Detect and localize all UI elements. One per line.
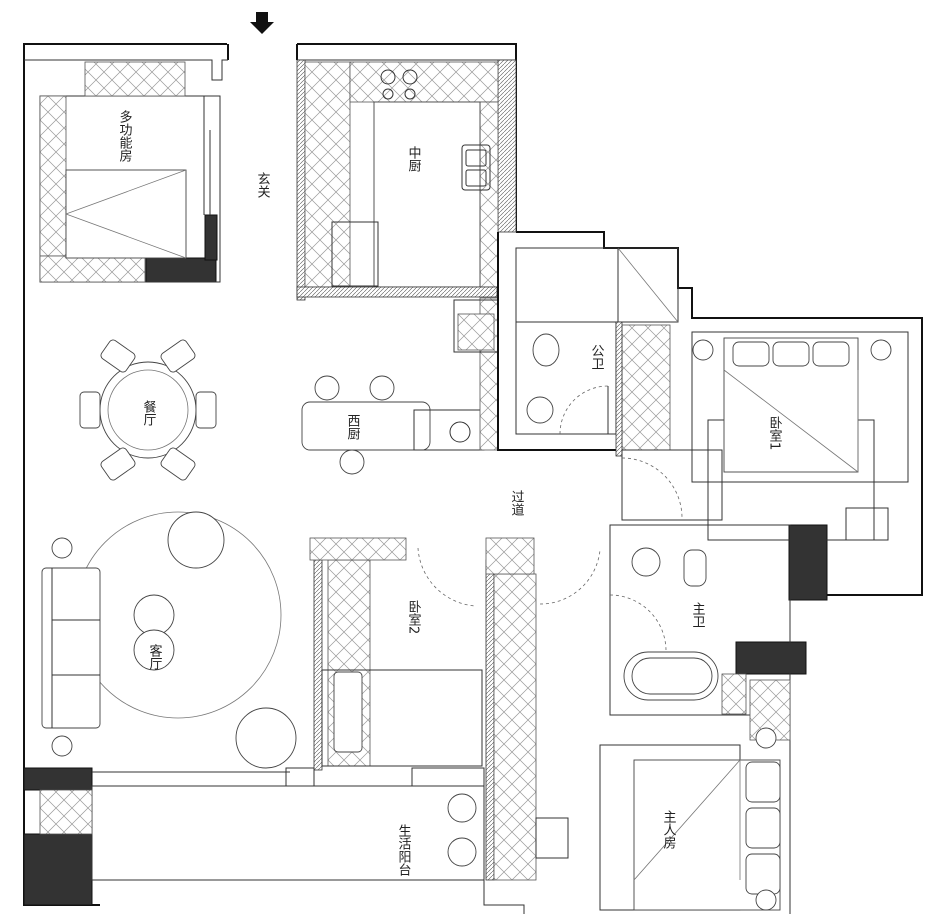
structural-columns — [23, 214, 828, 906]
public-bath — [497, 232, 679, 457]
service-balcony — [39, 767, 485, 881]
label-master-bath: 主卫 — [690, 602, 706, 628]
living-room — [41, 511, 297, 773]
bedroom-1 — [621, 331, 909, 541]
master-bedroom — [535, 679, 791, 911]
dining-area — [79, 339, 217, 481]
label-master-bedroom: 主人房 — [661, 810, 677, 849]
label-public-bath: 公卫 — [589, 344, 605, 370]
label-corridor: 过道 — [509, 490, 525, 516]
label-bedroom-1: 卧室1 — [767, 416, 783, 450]
label-chinese-kitchen: 中厨 — [406, 146, 422, 172]
multi-function-room — [39, 61, 221, 283]
master-bath — [609, 524, 791, 716]
chinese-kitchen — [296, 59, 517, 301]
western-kitchen — [301, 297, 499, 475]
label-service-balcony: 生活阳台 — [396, 824, 412, 876]
label-foyer: 玄关 — [255, 172, 271, 198]
label-multi-function-room: 多功能房 — [117, 109, 133, 162]
bedroom-2 — [309, 537, 601, 881]
label-dining-room: 餐厅 — [141, 399, 157, 426]
down-arrow-icon — [250, 12, 274, 34]
room-labels: 多功能房 玄关 中厨 餐厅 西厨 公卫 卧室1 过道 卧室2 客厅 主卫 主人房… — [117, 109, 783, 876]
label-bedroom-2: 卧室2 — [406, 600, 422, 634]
label-living-room: 客厅 — [147, 643, 163, 670]
label-western-kitchen: 西厨 — [345, 414, 361, 440]
